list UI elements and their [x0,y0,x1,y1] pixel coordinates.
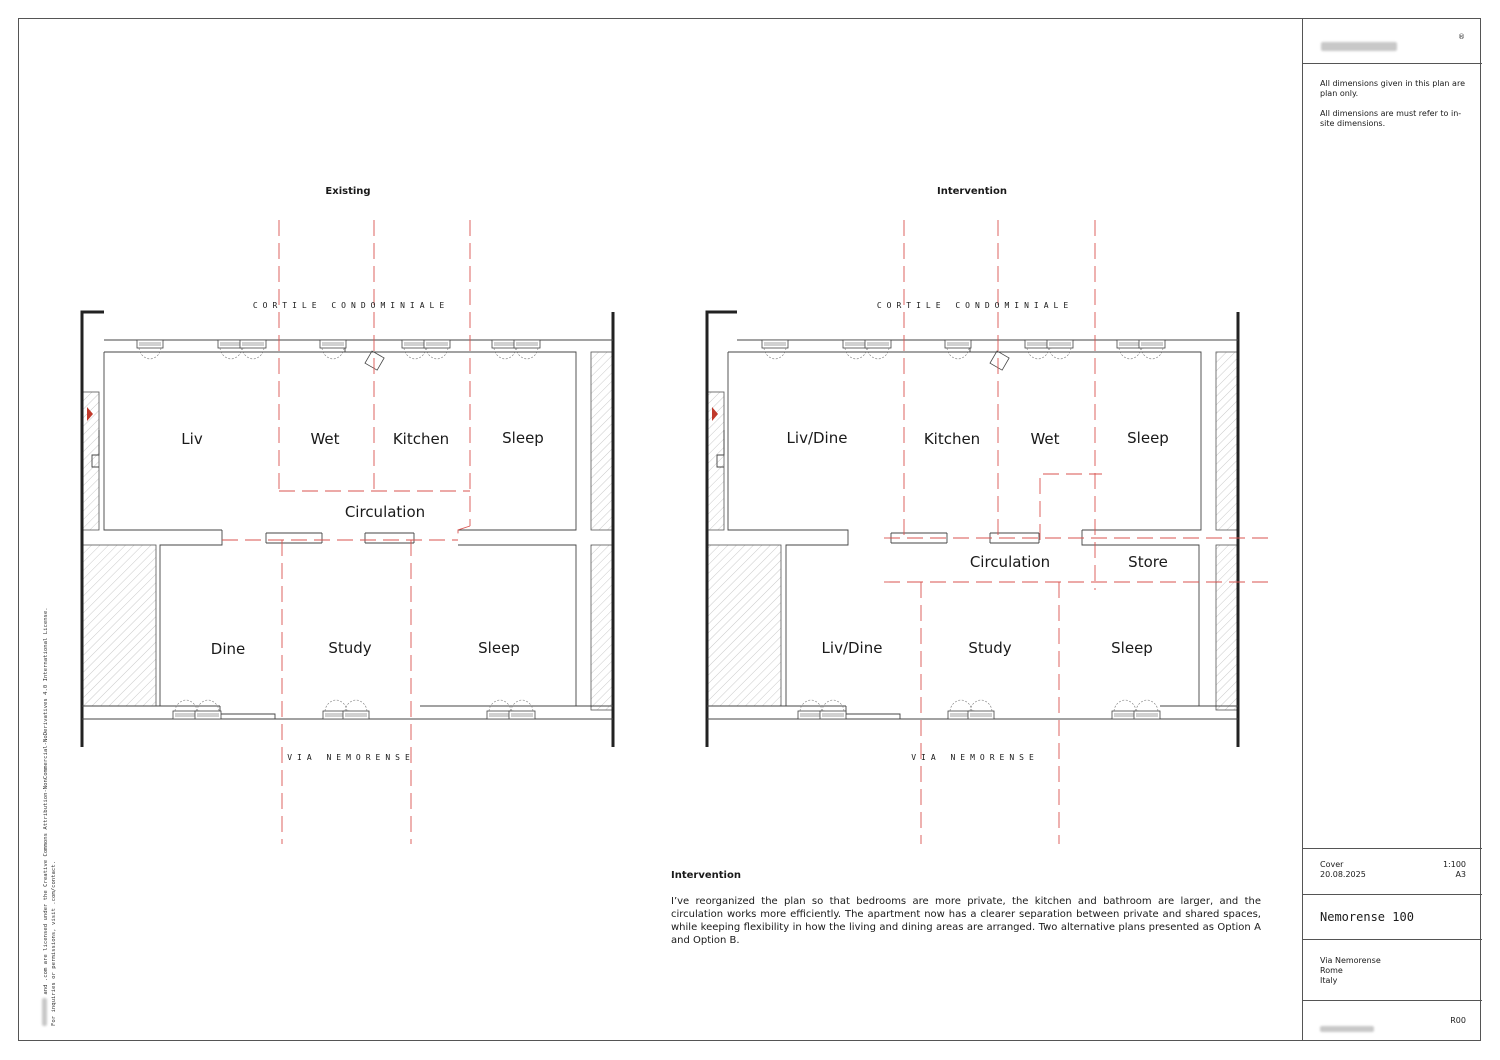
address-line-3: Italy [1320,976,1338,985]
existing-street-top: CORTILE CONDOMINIALE [252,301,450,310]
intervention-room-liv-dine-top: Liv/Dine [786,429,848,447]
sheet-scale: 1:100 [1442,860,1466,869]
sheet-paper: A3 [1455,870,1466,879]
title-block-sheet-info: Cover 20.08.2025 1:100 A3 [1303,848,1482,894]
intervention-street-bottom: VIA NEMORENSE [911,753,1039,762]
intervention-room-sleep-top: Sleep [1127,429,1169,447]
existing-room-circulation: Circulation [344,503,426,521]
intervention-street-top: CORTILE CONDOMINIALE [876,301,1074,310]
license-line-1: and .com are licensed under the Creative… [43,607,49,995]
existing-room-wet: Wet [310,430,340,448]
existing-room-sleep-top: Sleep [502,429,544,447]
title-block-project: Nemorense 100 [1303,894,1482,939]
intervention-plan [705,220,1270,844]
blurred-logo [1321,36,1397,55]
sheet-date: 20.08.2025 [1320,870,1366,879]
drawing-sheet [18,18,1481,1041]
intervention-notes: Intervention I’ve reorganized the plan s… [671,870,1261,947]
revision: R00 [1450,1016,1466,1025]
intervention-room-liv-dine-bottom: Liv/Dine [821,639,883,657]
intervention-room-sleep-bottom: Sleep [1111,639,1153,657]
license-line-2: For inquiries or permissions, visit .com… [51,860,57,1026]
address-line-1: Via Nemorense [1320,956,1381,965]
existing-street-bottom: VIA NEMORENSE [287,753,415,762]
intervention-room-study: Study [968,639,1012,657]
title-block: ® All dimensions given in this plan are … [1302,18,1482,1041]
existing-room-sleep-bottom: Sleep [478,639,520,657]
intervention-plan-title: Intervention [937,186,1007,197]
intervention-room-wet: Wet [1030,430,1060,448]
intervention-room-circulation: Circulation [969,553,1051,571]
registered-mark: ® [1458,33,1465,41]
existing-room-liv: Liv [181,430,203,448]
sheet-name: Cover [1320,860,1344,869]
existing-plan [80,220,615,844]
existing-plan-title: Existing [325,186,371,197]
blurred-brand [42,998,47,1026]
intervention-room-store: Store [1128,553,1168,571]
notes-title: Intervention [671,870,741,881]
address-line-2: Rome [1320,966,1343,975]
existing-room-kitchen: Kitchen [392,430,450,448]
existing-room-study: Study [328,639,372,657]
disclaimer-1: All dimensions given in this plan are pl… [1320,79,1465,98]
project-name: Nemorense 100 [1320,910,1414,924]
title-block-disclaimer: All dimensions given in this plan are pl… [1303,63,1482,873]
title-block-address: Via Nemorense Rome Italy [1303,939,1482,1000]
title-block-footer: R00 [1303,1000,1482,1041]
blurred-website [1320,1017,1374,1036]
existing-room-dine: Dine [210,640,246,658]
intervention-room-kitchen: Kitchen [923,430,981,448]
notes-body: I’ve reorganized the plan so that bedroo… [671,896,1261,946]
disclaimer-2: All dimensions are must refer to in-site… [1320,109,1462,128]
license-text: and .com are licensed under the Creative… [42,607,58,1026]
